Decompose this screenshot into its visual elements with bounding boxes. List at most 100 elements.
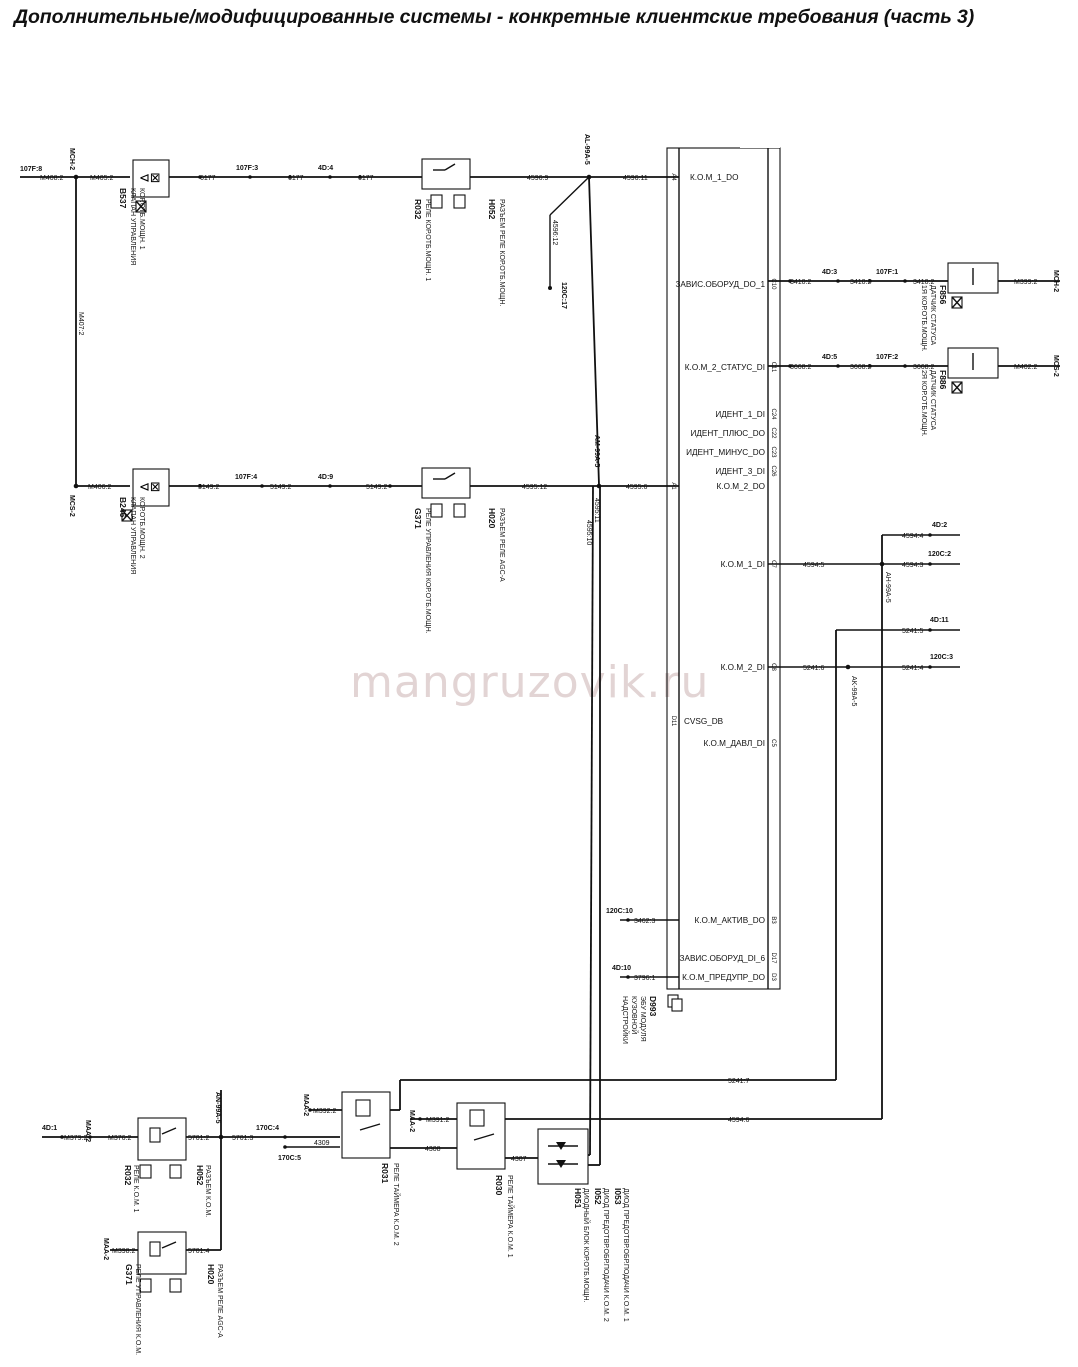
wire-label: 5241:4 bbox=[902, 665, 924, 672]
page-title: Дополнительные/модифицированные системы … bbox=[14, 6, 975, 28]
b246-name-2: КОР.ОТБ.МОЩН. 2 bbox=[138, 497, 145, 559]
ecu-pin-label: К.О.М_АКТИВ_DO bbox=[695, 916, 765, 925]
wire-label: MAA-2 bbox=[102, 1238, 109, 1260]
wire-label: 4594:4 bbox=[902, 533, 924, 540]
wire-label: 3796:1 bbox=[634, 975, 656, 982]
diode-block-h051: H051 ДИОДНЫЙ БЛОК КОР.ОТБ.МОЩН. I052 ДИО… bbox=[537, 1128, 629, 1322]
b537-code: B537 bbox=[118, 188, 128, 209]
wire-label: 107F:4 bbox=[235, 474, 257, 481]
g371-bottom-code: G371 bbox=[124, 1264, 134, 1285]
wire-module-bottom: 120C:10 3462:3 4D:10 3796:1 bbox=[606, 908, 679, 982]
h051-name: ДИОДНЫЙ БЛОК КОР.ОТБ.МОЩН. bbox=[582, 1188, 591, 1303]
valve-icon: ⊲⊠ bbox=[139, 171, 161, 186]
wire-label: 120C:2 bbox=[928, 551, 951, 558]
wire-label: 4307 bbox=[511, 1156, 527, 1163]
sensor-f856: 3410:2 4D:3 3410:2 107F:1 3410:2 M399:2 … bbox=[768, 262, 1060, 352]
wire-label: M407:2 bbox=[77, 312, 84, 335]
h020-top-code: H020 bbox=[487, 508, 497, 529]
wire-label: M405:2 bbox=[90, 175, 113, 182]
wire-label: 4595:10 bbox=[585, 520, 592, 545]
wire-label: 120C:17 bbox=[560, 282, 567, 309]
wire-label: 4596:11 bbox=[623, 175, 648, 182]
wire-label: 4D:2 bbox=[932, 522, 947, 529]
wire-label: M398:2 bbox=[112, 1248, 135, 1255]
ecu-pin-code: C22 bbox=[770, 427, 776, 439]
wire-5241-bus: 4D:11 5241:5 120C:3 5241:4 5241:6 AK-99A… bbox=[768, 617, 960, 1080]
wire-label: MAA-2 bbox=[408, 1110, 415, 1132]
i052-code: I052 bbox=[593, 1188, 603, 1205]
g371-bottom-name: РЕЛЕ УПРАВЛЕНИЯ К.О.М. bbox=[134, 1264, 141, 1355]
watermark: mangruzovik.ru bbox=[350, 657, 709, 708]
wire-label: 4594:6 bbox=[728, 1117, 750, 1124]
ecu-pin-label: К.О.М_2_DI bbox=[721, 663, 765, 672]
wire-label: M406:2 bbox=[88, 484, 111, 491]
ecu-code: D993 bbox=[648, 996, 658, 1017]
wire-label: 4D:4 bbox=[318, 165, 333, 172]
wire-label: 3668:2 bbox=[913, 364, 935, 371]
wire-label: 3410:2 bbox=[850, 279, 872, 286]
wire-label: 5241:5 bbox=[902, 628, 924, 635]
r031-name: РЕЛЕ ТАЙМЕРА К.О.М. 2 bbox=[392, 1163, 401, 1246]
r032-bottom-code: R032 bbox=[123, 1165, 133, 1186]
f886-code: F886 bbox=[938, 370, 948, 390]
i052-name: ДИОД ПРЕДОТВР.ОБР.ПОДАЧИ К.О.М. 2 bbox=[602, 1188, 609, 1322]
wire-label: 5241:6 bbox=[803, 665, 825, 672]
wire-label: MCH-2 bbox=[1052, 270, 1059, 292]
wire-label: 6177 bbox=[200, 175, 216, 182]
ecu-pin-label: К.О.М_1_DO bbox=[690, 173, 738, 182]
ecu-module bbox=[666, 144, 781, 990]
f886-name-1: ДАТЧИК СТАТУСА bbox=[929, 370, 936, 430]
wire-label: 120C:10 bbox=[606, 908, 633, 915]
wire-label: MCS-2 bbox=[68, 495, 75, 517]
wire-label: 5701:2 bbox=[188, 1135, 210, 1142]
valve-b537: ⊲⊠ B537 КЛАПАН УПРАВЛЕНИЯ КОР.ОТБ.МОЩН. … bbox=[118, 159, 170, 265]
b537-name-2: КОР.ОТБ.МОЩН. 1 bbox=[138, 188, 145, 250]
ecu-pin-label: К.О.М_2_СТАТУС_DI bbox=[685, 363, 765, 372]
wire-label: M402:2 bbox=[1014, 364, 1037, 371]
wire-row-second: 5149:2 107F:4 5149:2 4D:9 5149:2 4595:12… bbox=[169, 435, 679, 1165]
wire-4594-bus: 4D:2 4594:4 120C:2 4594:3 4594:5 AH-99A-… bbox=[768, 522, 960, 1119]
wire-label: 107F:3 bbox=[236, 165, 258, 172]
ecu-pin-code: C24 bbox=[770, 408, 776, 420]
ecu-pin-code: C26 bbox=[770, 465, 776, 477]
i053-name: ДИОД ПРЕДОТВР.ОБР.ПОДАЧИ К.О.М. 1 bbox=[622, 1188, 629, 1322]
r032-top-name: РЕЛЕ КОР.ОТБ.МОЩН. 1 bbox=[424, 199, 431, 281]
wire-label: 4D:9 bbox=[318, 474, 333, 481]
h020-bottom-name: РАЗЪЕМ РЕЛЕ AGC-A bbox=[216, 1264, 223, 1338]
f856-name-1: ДАТЧИК СТАТУСА bbox=[929, 285, 936, 345]
relay-r030: MAA-2 M391:2 4307 R030 РЕЛЕ ТАЙМЕРА К.О.… bbox=[408, 1102, 538, 1258]
ecu-pin-label: К.О.М_ДАВЛ_DI bbox=[703, 739, 765, 748]
wire-label: 4594:3 bbox=[902, 562, 924, 569]
wire-label: MAA-2 bbox=[302, 1094, 309, 1116]
r032-bottom-name: РЕЛЕ К.О.М. 1 bbox=[132, 1165, 139, 1213]
wire-label: 5241:7 bbox=[728, 1078, 750, 1085]
wire-label: 4D:3 bbox=[822, 269, 837, 276]
wire-label: M399:2 bbox=[1014, 279, 1037, 286]
h020-bottom-code: H020 bbox=[206, 1264, 216, 1285]
f856-code: F856 bbox=[938, 285, 948, 305]
wire-label: AH-99A-5 bbox=[884, 572, 891, 603]
wire-label: 5701:3 bbox=[232, 1135, 254, 1142]
r030-code: R030 bbox=[494, 1175, 504, 1196]
ecu-pin-label: ИДЕНТ_1_DI bbox=[715, 410, 765, 419]
ecu-pin-code: D17 bbox=[770, 952, 776, 964]
wire-label: 4D:11 bbox=[930, 617, 949, 624]
ground-bus-left: 107F:8 M408:2 M405:2 MCH-2 M407:2 M406:2… bbox=[20, 148, 130, 517]
wire-label: 5149:2 bbox=[198, 484, 220, 491]
wire-label: 4596:12 bbox=[551, 220, 558, 245]
wire-label: AN-99A-5 bbox=[214, 1092, 221, 1124]
relay-g371-top: G371 РЕЛЕ УПРАВЛЕНИЯ КОР.ОТБ.МОЩН. H020 … bbox=[413, 467, 505, 634]
wire-label: M391:2 bbox=[426, 1117, 449, 1124]
ecu-pin-code: C23 bbox=[770, 446, 776, 458]
wire-label: MCS-2 bbox=[1052, 355, 1059, 377]
h052-bottom-code: H052 bbox=[195, 1165, 205, 1186]
ecu-pin-label: ИДЕНТ_3_DI bbox=[715, 467, 765, 476]
wire-label: 170C:4 bbox=[256, 1125, 279, 1132]
ecu-pin-code: C10 bbox=[770, 278, 776, 290]
ecu-pin-code: B3 bbox=[770, 916, 776, 924]
wire-label: M379:2 bbox=[64, 1135, 87, 1142]
f856-name-2: 1Я КОР.ОТБ.МОЩН. bbox=[920, 285, 927, 352]
ecu-module-caption: D993 ЭБУ МОДУЛЯ КУЗОВНОЙ НАДСТРОЙКИ bbox=[621, 994, 683, 1044]
r030-name: РЕЛЕ ТАЙМЕРА К.О.М. 1 bbox=[506, 1175, 515, 1258]
r031-code: R031 bbox=[380, 1163, 390, 1184]
